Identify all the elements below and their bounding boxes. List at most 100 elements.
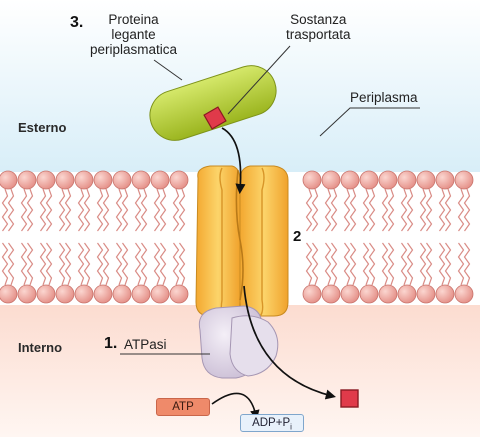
lipid-head [150, 170, 170, 190]
lipid-tail [178, 188, 186, 232]
lipid-head [169, 284, 189, 304]
lipid-head [55, 170, 75, 190]
lipid-head [359, 170, 379, 190]
lipid-tail [406, 188, 414, 232]
lipid-head [378, 170, 398, 190]
lipid-head [74, 170, 94, 190]
lipid-tail [39, 188, 47, 232]
binding-protein-line-1: Proteina [108, 12, 159, 27]
lipid-tail [20, 188, 28, 232]
transporter-protein [195, 165, 289, 317]
lipid-head [302, 170, 322, 190]
lipid-tail [77, 242, 85, 286]
lipid-tail [311, 242, 319, 286]
label-number-1: 1. [104, 335, 118, 352]
lipid-head [0, 170, 18, 190]
lipid-tail [305, 188, 313, 232]
label-binding-protein: Proteina legante periplasmatica [90, 12, 177, 57]
lipid-tail [425, 188, 433, 232]
lipid-tail [419, 188, 427, 232]
lipid-tail [305, 242, 313, 286]
transported-substance-released [340, 389, 359, 408]
lipid-tail [58, 188, 66, 232]
substance-line-2: trasportata [286, 27, 351, 42]
lipid-tail [7, 242, 15, 286]
lipid-tail [457, 188, 465, 232]
atp-badge: ATP [156, 398, 210, 416]
lipid-head [131, 170, 151, 190]
lipid-tail [444, 242, 452, 286]
lipid-tail [115, 188, 123, 232]
lipid-head [302, 284, 322, 304]
lipid-head [112, 284, 132, 304]
binding-protein-line-2: legante [111, 27, 156, 42]
lipid-tail [102, 188, 110, 232]
lipid-tail [64, 188, 72, 232]
leader-substance [227, 45, 291, 115]
label-outside: Esterno [18, 120, 67, 135]
lipid-head [359, 284, 379, 304]
lipid-tail [311, 188, 319, 232]
lipid-tail [425, 242, 433, 286]
lipid-tail [463, 188, 471, 232]
label-atpase: ATPasi [124, 337, 167, 352]
lipid-tail [134, 188, 142, 232]
lipid-head [74, 284, 94, 304]
lipid-tail [140, 188, 148, 232]
lipid-tail [330, 242, 338, 286]
lipid-head [416, 284, 436, 304]
lipid-tail [77, 188, 85, 232]
transport-arrow-out [243, 285, 336, 400]
lipid-tail [1, 188, 9, 232]
lipid-head [112, 170, 132, 190]
lipid-bilayer [0, 170, 474, 304]
lipid-tail [324, 242, 332, 286]
lipid-head [340, 170, 360, 190]
lipid-head [55, 284, 75, 304]
lipid-tail [324, 188, 332, 232]
label-inside: Interno [18, 340, 63, 355]
lipid-tail [368, 188, 376, 232]
lipid-tail [400, 242, 408, 286]
lipid-head [321, 170, 341, 190]
label-periplasm: Periplasma [350, 90, 418, 105]
lipid-head [131, 284, 151, 304]
lipid-tail [457, 242, 465, 286]
lipid-tail [26, 242, 34, 286]
lipid-tail [83, 188, 91, 232]
lipid-tail [387, 188, 395, 232]
lipid-tail [45, 188, 53, 232]
lipid-head [378, 284, 398, 304]
lipid-tail [121, 188, 129, 232]
lipid-tail [349, 188, 357, 232]
lipid-tail [26, 188, 34, 232]
lipid-head [0, 284, 18, 304]
lipid-tail [134, 242, 142, 286]
lipid-tail [463, 242, 471, 286]
lipid-tail [96, 188, 104, 232]
leader-periplasm [319, 107, 420, 137]
lipid-tail [102, 242, 110, 286]
lipid-head [150, 284, 170, 304]
adp-pi-subscript: i [290, 422, 292, 432]
lipid-tail [121, 242, 129, 286]
lipid-head [340, 284, 360, 304]
label-number-3: 3. [70, 14, 84, 31]
transport-arrow-in [221, 127, 246, 195]
lipid-tail [115, 242, 123, 286]
lipid-head [169, 170, 189, 190]
lipid-tail [140, 242, 148, 286]
binding-protein-line-3: periplasmatica [90, 42, 178, 57]
lipid-tail [159, 188, 167, 232]
lipid-tail [20, 242, 28, 286]
atp-hydrolysis-arrow [211, 392, 260, 420]
lipid-head [93, 170, 113, 190]
lipid-tail [58, 242, 66, 286]
lipid-head [435, 170, 455, 190]
lipid-head [454, 170, 474, 190]
lipid-head [321, 284, 341, 304]
periplasmic-binding-protein [149, 65, 277, 141]
lipid-tail [45, 242, 53, 286]
lipid-tail [406, 242, 414, 286]
